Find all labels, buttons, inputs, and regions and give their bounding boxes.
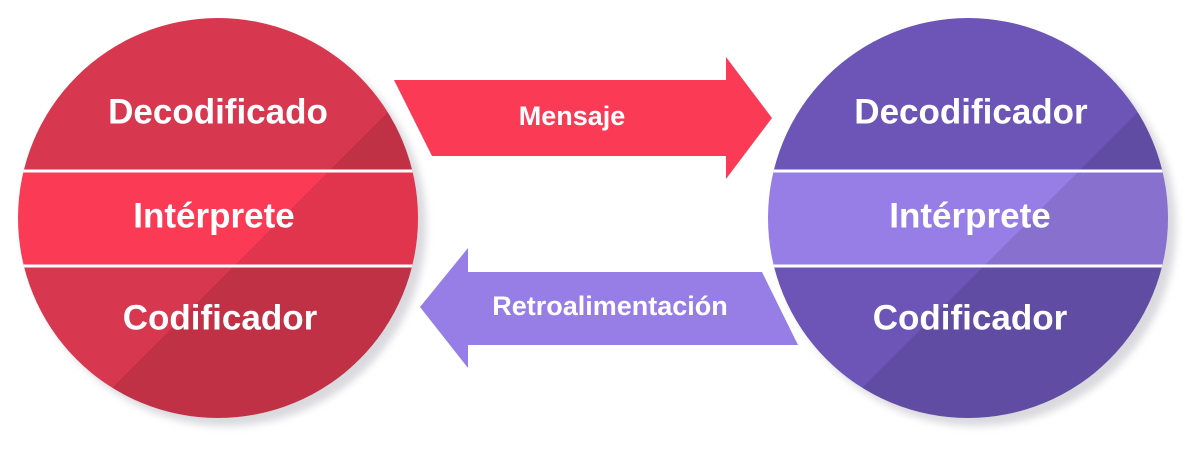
left-middle-label: Intérprete	[133, 196, 294, 235]
left-middle-band	[18, 171, 418, 266]
right-diagonal-shade	[790, 40, 1168, 418]
message-arrow-label: Mensaje	[519, 101, 626, 131]
message-arrow	[394, 57, 772, 179]
feedback-arrow	[420, 248, 798, 368]
right-top-label: Decodificador	[854, 92, 1088, 131]
left-top-label: Decodificado	[108, 92, 328, 131]
right-middle-label: Intérprete	[889, 196, 1050, 235]
left-diagonal-shade	[40, 40, 418, 418]
left-bottom-label: Codificador	[123, 298, 318, 337]
feedback-arrow-label: Retroalimentación	[492, 291, 728, 321]
right-bottom-label: Codificador	[873, 298, 1068, 337]
right-middle-band	[768, 171, 1168, 266]
